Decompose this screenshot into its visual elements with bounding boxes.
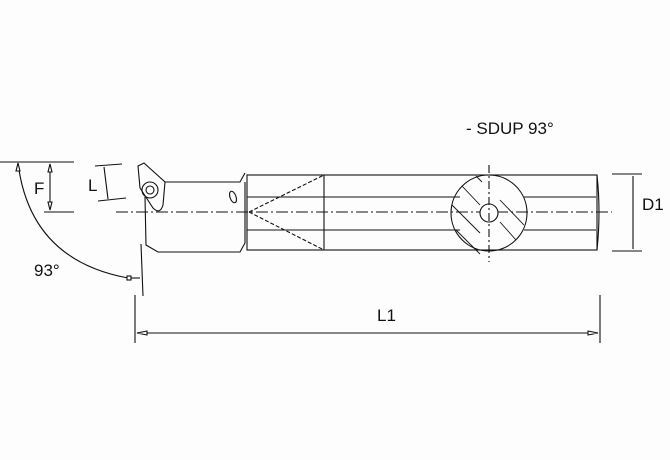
- l1-label: L1: [377, 306, 396, 325]
- f-label: F: [34, 179, 45, 198]
- d1-label: D1: [642, 195, 664, 214]
- bar-head: [144, 172, 246, 253]
- l-label: L: [88, 176, 98, 195]
- angle-label: 93°: [34, 261, 60, 280]
- bar-shank: [246, 174, 598, 251]
- title-label: - SDUP 93°: [466, 119, 554, 138]
- angle-arc: [17, 162, 129, 279]
- insert: [137, 162, 166, 212]
